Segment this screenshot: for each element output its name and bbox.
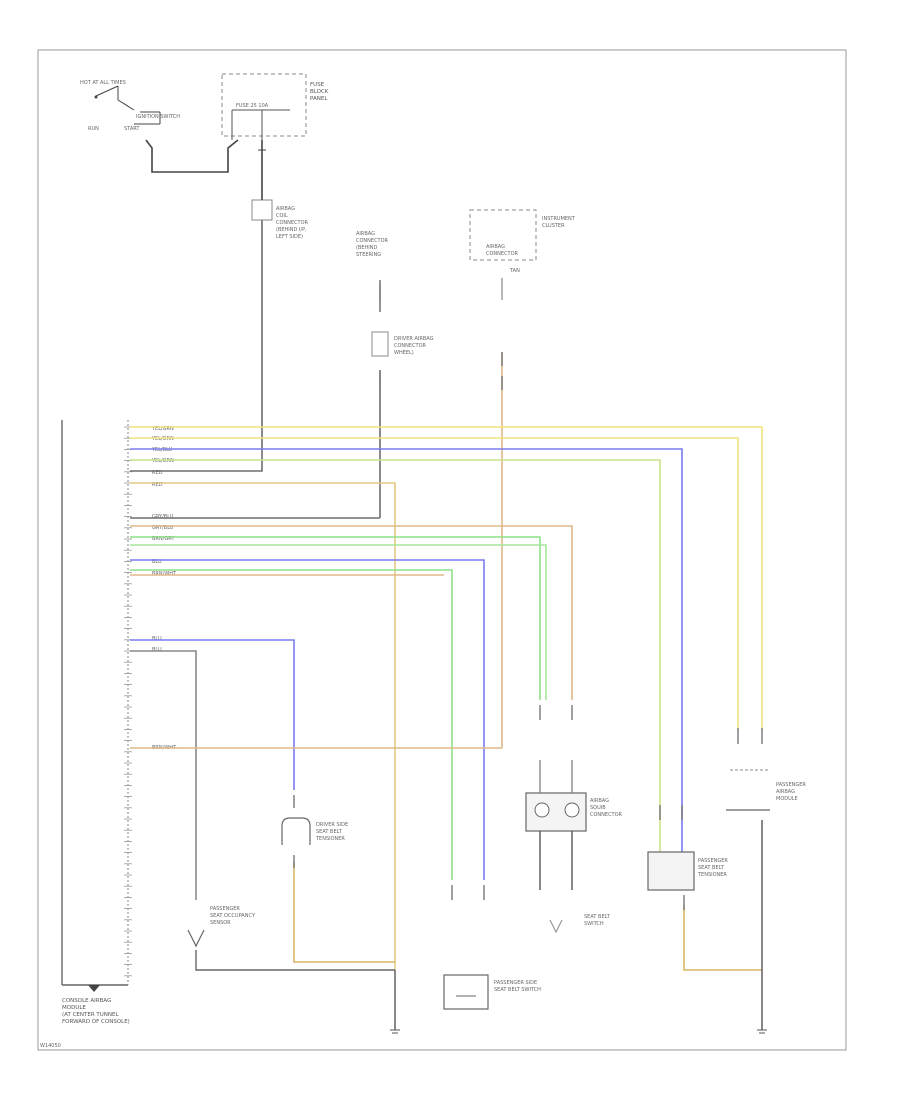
fuse-block-label-2: BLOCK [310,89,329,95]
ignition-hot-label: HOT AT ALL TIMES [80,80,126,86]
wire-label-0: YEL/GRN [151,426,174,432]
knee-label-1: SEAT BELT [584,914,611,920]
module-label-3: (AT CENTER TUNNEL [62,1012,120,1018]
fuse-block-label-3: PANEL [310,96,328,102]
squib-connector: AIRBAG SQUIB CONNECTOR SEAT BELT SWITCH [525,760,623,934]
fuse-label: FUSE 25 10A [236,103,269,109]
left-sensor-label-1: DRIVER SIDE [316,822,348,828]
c2-label-1: AIRBAG [356,231,375,237]
wire-blue-2 [130,559,485,880]
left-side-sensor: DRIVER SIDE SEAT BELT TENSIONER [281,817,395,963]
wire-green-2 [130,544,547,700]
wire-tan-2 [130,525,573,700]
wire-tan-1 [130,482,396,970]
squib-label-3: CONNECTOR [590,812,623,818]
c2-label-2: CONNECTOR [356,238,389,244]
c3-label-1: DRIVER AIRBAG [394,336,434,342]
squib-label-1: AIRBAG [590,798,609,804]
fuse-block-label-1: FUSE [310,82,325,88]
c1-label-5: LEFT SIDE) [276,234,303,240]
wire-yellow-1 [130,426,763,730]
right-sensor-label-3: TENSIONER [697,872,727,878]
c1-label-3: CONNECTOR [276,220,309,226]
c5-label-2: CLUSTER [542,223,565,229]
ground-left [390,970,400,1034]
wire-label-7: GRY/BLU [152,525,174,531]
c5-wire: TAN [509,268,520,274]
buckle-label-2: SEAT BELT SWITCH [494,987,541,993]
instrument-cluster: INSTRUMENT CLUSTER AIRBAG CONNECTOR TAN [469,209,576,748]
passenger-seat-sensor-box: PASSENGER SIDE SEAT BELT SWITCH [443,974,541,1010]
c1-label-2: COIL [276,213,288,219]
knee-sensor-label-2: SEAT OCCUPANCY [210,913,256,919]
wire-blue-3 [130,639,295,790]
c4-label-2: CONNECTOR [486,251,519,257]
wires [130,426,763,970]
wire-label-12: BLU [152,647,162,653]
left-sensor-label-3: TENSIONER [315,836,345,842]
wire-label-2: YEL/BLU [151,447,173,453]
wire-label-9: BLU [152,559,162,565]
c3-label-2: CONNECTOR [394,343,427,349]
c2-label-3: (BEHIND [356,245,378,251]
right-sensor-label-2: SEAT BELT [698,865,725,871]
wire-green-3 [130,569,453,880]
airbag-label-2: AIRBAG [776,789,795,795]
wire-yellow-green [130,459,661,852]
page-id: W14050 [40,1043,61,1049]
wire-label-4: RED [152,470,163,476]
wire-blue-1 [130,448,683,852]
buckle-label-1: PASSENGER SIDE [494,980,537,986]
c5-label-1: INSTRUMENT [542,216,576,222]
fuse-block: FUSE BLOCK PANEL FUSE 25 10A [221,73,329,158]
airbag-label-3: MODULE [776,796,798,802]
wire-green-1 [130,536,541,700]
wire-label-5: RED [152,482,163,488]
wire-yellow-2 [130,437,739,730]
module-label-2: MODULE [62,1005,86,1011]
wire-label-10: BRN/WHT [152,571,177,577]
ignition-state-start: START [124,126,140,132]
c1-label-4: (BEHIND I/P, [276,227,307,233]
knee-sensor-label-1: PASSENGER [210,906,240,912]
steering-wheel-connector: AIRBAG CONNECTOR (BEHIND STEERING DRIVER… [356,231,434,518]
left-sensor-label-2: SEAT BELT [316,829,343,835]
c2-label-4: STEERING [356,252,381,258]
passenger-airbag: PASSENGER AIRBAG MODULE [726,769,806,1034]
ignition-switch-label: IGNITION SWITCH [136,114,180,120]
wire-label-1: YEL/GRN [151,436,174,442]
wire-gray-3 [130,650,197,860]
c1-label-1: AIRBAG [276,206,295,212]
module-label-1: CONSOLE AIRBAG [62,998,111,1004]
airbag-module: CONSOLE AIRBAG MODULE (AT CENTER TUNNEL … [61,420,130,1025]
module-pin-ticks [124,426,132,977]
knee-label-2: SWITCH [584,921,604,927]
c2-label-5: WHEEL) [394,350,414,356]
ignition-switch: HOT AT ALL TIMES RUN START IGNITION SWIT… [80,80,239,173]
wire-label-6: GRY/BLU [152,514,174,520]
wire-labels: YEL/GRN YEL/GRN YEL/BLU YEL/GRN RED RED … [151,426,177,751]
airbag-label-1: PASSENGER [776,782,806,788]
seat-belt-switch: PASSENGER SEAT OCCUPANCY SENSOR [187,875,395,971]
wire-label-8: BRN/GRY [152,536,175,542]
module-label-4: FORWARD OF CONSOLE) [62,1019,130,1025]
wire-label-11: BLU [152,636,162,642]
squib-label-2: SQUIB [590,805,606,811]
passenger-airbag-module: PASSENGER SEAT BELT TENSIONER [647,851,762,971]
airbag-coil-connector: AIRBAG COIL CONNECTOR (BEHIND I/P, LEFT … [251,158,309,468]
knee-sensor-label-3: SENSOR [210,920,231,926]
ignition-state-run: RUN [88,126,99,132]
wire-label-3: YEL/GRN [151,458,174,464]
wire-gray-1 [130,468,263,472]
connector-marks [195,286,763,1020]
c4-label-1: AIRBAG [486,244,505,250]
diagram-frame [37,49,847,1051]
right-sensor-label-1: PASSENGER [698,858,728,864]
